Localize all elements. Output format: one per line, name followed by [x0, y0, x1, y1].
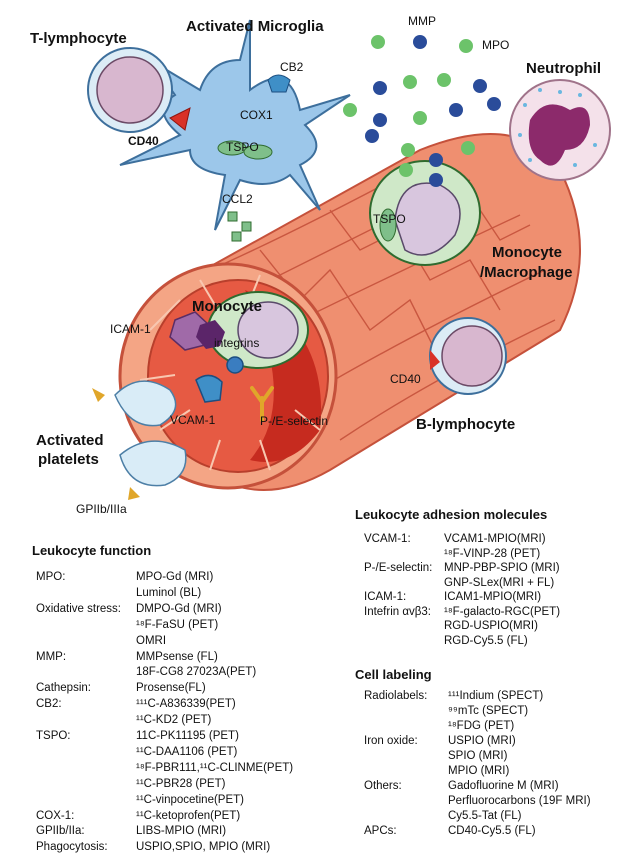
label-tspo-microglia: TSPO: [226, 140, 259, 154]
leukocyte-function-row-value: DMPO-Gd (MRI): [136, 602, 222, 615]
adhesion-row-key: P-/E-selectin:: [364, 562, 433, 574]
adhesion-title: Leukocyte adhesion molecules: [355, 507, 548, 522]
adhesion-row-value: ¹⁸F-VINP-28 (PET): [444, 547, 541, 560]
label-b-lymphocyte: B-lymphocyte: [416, 416, 516, 433]
label-icam1: ICAM-1: [110, 322, 151, 336]
leukocyte-function-row-key: CB2:: [36, 698, 62, 711]
neutrophil-cell: [509, 79, 611, 181]
label-integrins: integrins: [214, 336, 260, 350]
immune-cell-diagram: [87, 19, 611, 500]
leukocyte-function-row-value: ¹¹¹C-A836339(PET): [136, 698, 236, 711]
label-monocyte: Monocyte: [192, 298, 263, 315]
cell-labeling-row-key: Radiolabels:: [364, 690, 428, 702]
leukocyte-function-row-key: MMP:: [36, 650, 67, 663]
leukocyte-function-row-value: Prosense(FL): [136, 682, 206, 695]
cell-labeling-row-key: Others:: [364, 780, 402, 792]
ccl2-particles: [227, 211, 252, 242]
cell-labeling-row-key: Iron oxide:: [364, 735, 418, 747]
adhesion-row-value: ¹⁸F-galacto-RGC(PET): [444, 605, 561, 618]
cell-labeling-row-value: MPIO (MRI): [448, 765, 510, 777]
leukocyte-function-row-key: Phagocytosis:: [36, 841, 108, 854]
label-cd40-top: CD40: [128, 134, 159, 148]
leukocyte-function-row-value: MPO-Gd (MRI): [136, 571, 214, 583]
gpiib-marker: [92, 388, 140, 500]
adhesion-row-value: RGD-USPIO(MRI): [444, 620, 538, 632]
leukocyte-function-row-key: Oxidative stress:: [36, 602, 121, 615]
platelets: [114, 380, 187, 487]
cell-labeling-title: Cell labeling: [355, 667, 432, 682]
leukocyte-function-row-value: Luminol (BL): [136, 586, 202, 599]
leukocyte-function-title: Leukocyte function: [32, 543, 152, 558]
leukocyte-function-row-value: MMPsense (FL): [136, 650, 218, 663]
tspo-mitochondria: [217, 140, 273, 160]
label-monocyte-macrophage-1: Monocyte: [492, 244, 563, 261]
cell-labeling-row-value: ¹¹¹Indium (SPECT): [448, 690, 544, 702]
label-pe-selectin: P-/E-selectin: [260, 414, 329, 428]
cell-labeling-row-key: APCs:: [364, 825, 397, 837]
adhesion-row-value: VCAM1-MPIO(MRI): [444, 533, 546, 545]
leukocyte-function-row-value: ¹¹C-KD2 (PET): [136, 714, 212, 727]
cd40-marker-top: [169, 107, 191, 131]
label-mmp: MMP: [408, 14, 436, 28]
leukocyte-function-row-value: LIBS-MPIO (MRI): [136, 825, 227, 838]
leukocyte-function-row-value: 18F-CG8 27023A(PET): [136, 666, 257, 679]
label-t-lymphocyte: T-lymphocyte: [30, 30, 127, 47]
label-activated-platelets-2: platelets: [38, 451, 99, 468]
monocyte-cell: [207, 291, 309, 374]
cell-labeling-row-value: USPIO (MRI): [448, 735, 516, 747]
label-cox1: COX1: [240, 108, 273, 122]
cb2-receptor: [267, 74, 291, 93]
mmp-mpo-particles: [343, 35, 501, 187]
label-neutrophil: Neutrophil: [526, 60, 601, 77]
cell-labeling-row-value: Perfluorocarbons (19F MRI): [448, 795, 591, 807]
adhesion-row-value: ICAM1-MPIO(MRI): [444, 591, 542, 603]
leukocyte-function-row-key: TSPO:: [36, 730, 71, 742]
cell-labeling-row-value: ⁹⁹mTc (SPECT): [448, 705, 529, 717]
cell-labeling-row-value: ¹⁸FDG (PET): [448, 720, 515, 732]
label-cb2: CB2: [280, 60, 304, 74]
leukocyte-function-row-value: OMRI: [136, 634, 167, 647]
leukocyte-function-row-value: 11C-PK11195 (PET): [136, 730, 239, 742]
leukocyte-function-row-key: MPO:: [36, 571, 66, 583]
label-monocyte-macrophage-2: /Macrophage: [480, 264, 573, 281]
t-lymphocyte-cell: [87, 47, 173, 133]
macrophage-cell: [369, 160, 481, 266]
adhesion-row-key: VCAM-1:: [364, 533, 411, 545]
leukocyte-function-row-key: GPIIb/IIa:: [36, 825, 85, 838]
label-activated-platelets-1: Activated: [36, 432, 104, 449]
leukocyte-function-row-value: USPIO,SPIO, MPIO (MRI): [136, 841, 271, 854]
cell-labeling-row-value: CD40-Cy5.5 (FL): [448, 825, 536, 837]
adhesion-row-value: MNP-PBP-SPIO (MRI): [444, 562, 560, 574]
leukocyte-function-row-value: ¹¹C-ketoprofen(PET): [136, 809, 241, 822]
cell-labeling-row-value: Cy5.5-Tat (FL): [448, 810, 522, 822]
adhesion-row-key: Intefrin αvβ3:: [364, 605, 431, 618]
cell-labeling-row-value: Gadofluorine M (MRI): [448, 780, 559, 792]
leukocyte-function-row-key: COX-1:: [36, 809, 75, 822]
leukocyte-function-row-key: Cathepsin:: [36, 682, 91, 695]
icam1-molecule: [169, 311, 225, 351]
label-cd40-b: CD40: [390, 372, 421, 386]
label-vcam1: VCAM-1: [170, 413, 216, 427]
label-tspo-macrophage: TSPO: [373, 212, 406, 226]
blood-vessel: [118, 133, 581, 491]
selectin-molecule: [250, 386, 274, 422]
adhesion-row-key: ICAM-1:: [364, 591, 407, 603]
adhesion-row-value: RGD-Cy5.5 (FL): [444, 634, 528, 647]
label-gpiib: GPIIb/IIIa: [76, 502, 127, 516]
vcam1-molecule: [195, 374, 223, 403]
leukocyte-function-row-value: ¹¹C-DAA1106 (PET): [136, 745, 238, 758]
cd40-marker-b: [430, 350, 440, 370]
leukocyte-function-row-value: ¹¹C-PBR28 (PET): [136, 777, 226, 790]
adhesion-row-value: GNP-SLex(MRI + FL): [444, 576, 555, 589]
microglia-cell: [119, 19, 351, 231]
cell-labeling-row-value: SPIO (MRI): [448, 750, 508, 762]
label-mpo: MPO: [482, 38, 510, 52]
leukocyte-function-row-value: ¹⁸F-PBR111,¹¹C-CLINME(PET): [136, 761, 294, 774]
b-lymphocyte-cell: [429, 317, 507, 395]
leukocyte-function-row-value: ¹⁸F-FaSU (PET): [136, 618, 219, 631]
label-ccl2: CCL2: [222, 192, 253, 206]
label-activated-microglia: Activated Microglia: [186, 18, 324, 35]
leukocyte-function-row-value: ¹¹C-vinpocetine(PET): [136, 793, 244, 806]
